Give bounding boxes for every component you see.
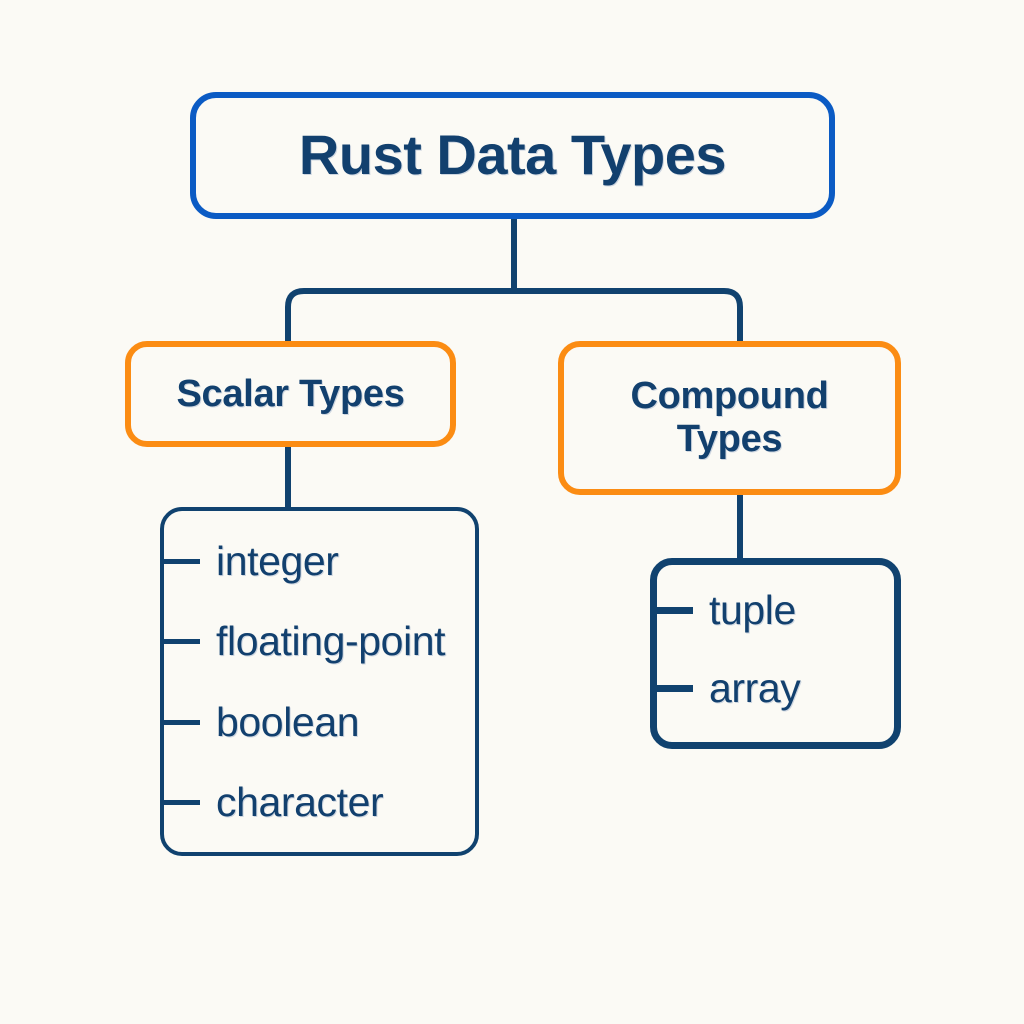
connector-split-bar	[285, 288, 743, 345]
list-item[interactable]: array	[657, 665, 801, 712]
list-item-label: array	[709, 665, 801, 711]
node-compound-types-label: Compound Types	[630, 375, 829, 460]
bullet-dash-icon	[657, 685, 693, 692]
node-rust-data-types-label: Rust Data Types	[298, 123, 727, 187]
bullet-dash-icon	[164, 720, 200, 725]
list-item-label: boolean	[216, 699, 360, 745]
scalar-types-list-items: integer floating-point boolean character	[164, 511, 475, 852]
list-item-label: character	[216, 779, 384, 825]
node-scalar-types-label: Scalar Types	[176, 372, 405, 415]
list-item[interactable]: boolean	[164, 699, 360, 746]
compound-types-list: tuple array	[650, 558, 901, 749]
scalar-types-list: integer floating-point boolean character	[160, 507, 479, 856]
node-compound-types[interactable]: Compound Types	[558, 341, 901, 495]
list-item-label: integer	[216, 538, 339, 584]
node-rust-data-types[interactable]: Rust Data Types	[190, 92, 835, 219]
list-item-label: floating-point	[216, 618, 446, 664]
list-item[interactable]: tuple	[657, 587, 796, 634]
node-scalar-types[interactable]: Scalar Types	[125, 341, 456, 447]
list-item[interactable]: integer	[164, 538, 339, 585]
list-item[interactable]: character	[164, 779, 384, 826]
bullet-dash-icon	[164, 800, 200, 805]
list-item-label: tuple	[709, 587, 796, 633]
bullet-dash-icon	[657, 607, 693, 614]
bullet-dash-icon	[164, 639, 200, 644]
compound-types-list-items: tuple array	[657, 565, 894, 742]
list-item[interactable]: floating-point	[164, 618, 446, 665]
bullet-dash-icon	[164, 559, 200, 564]
